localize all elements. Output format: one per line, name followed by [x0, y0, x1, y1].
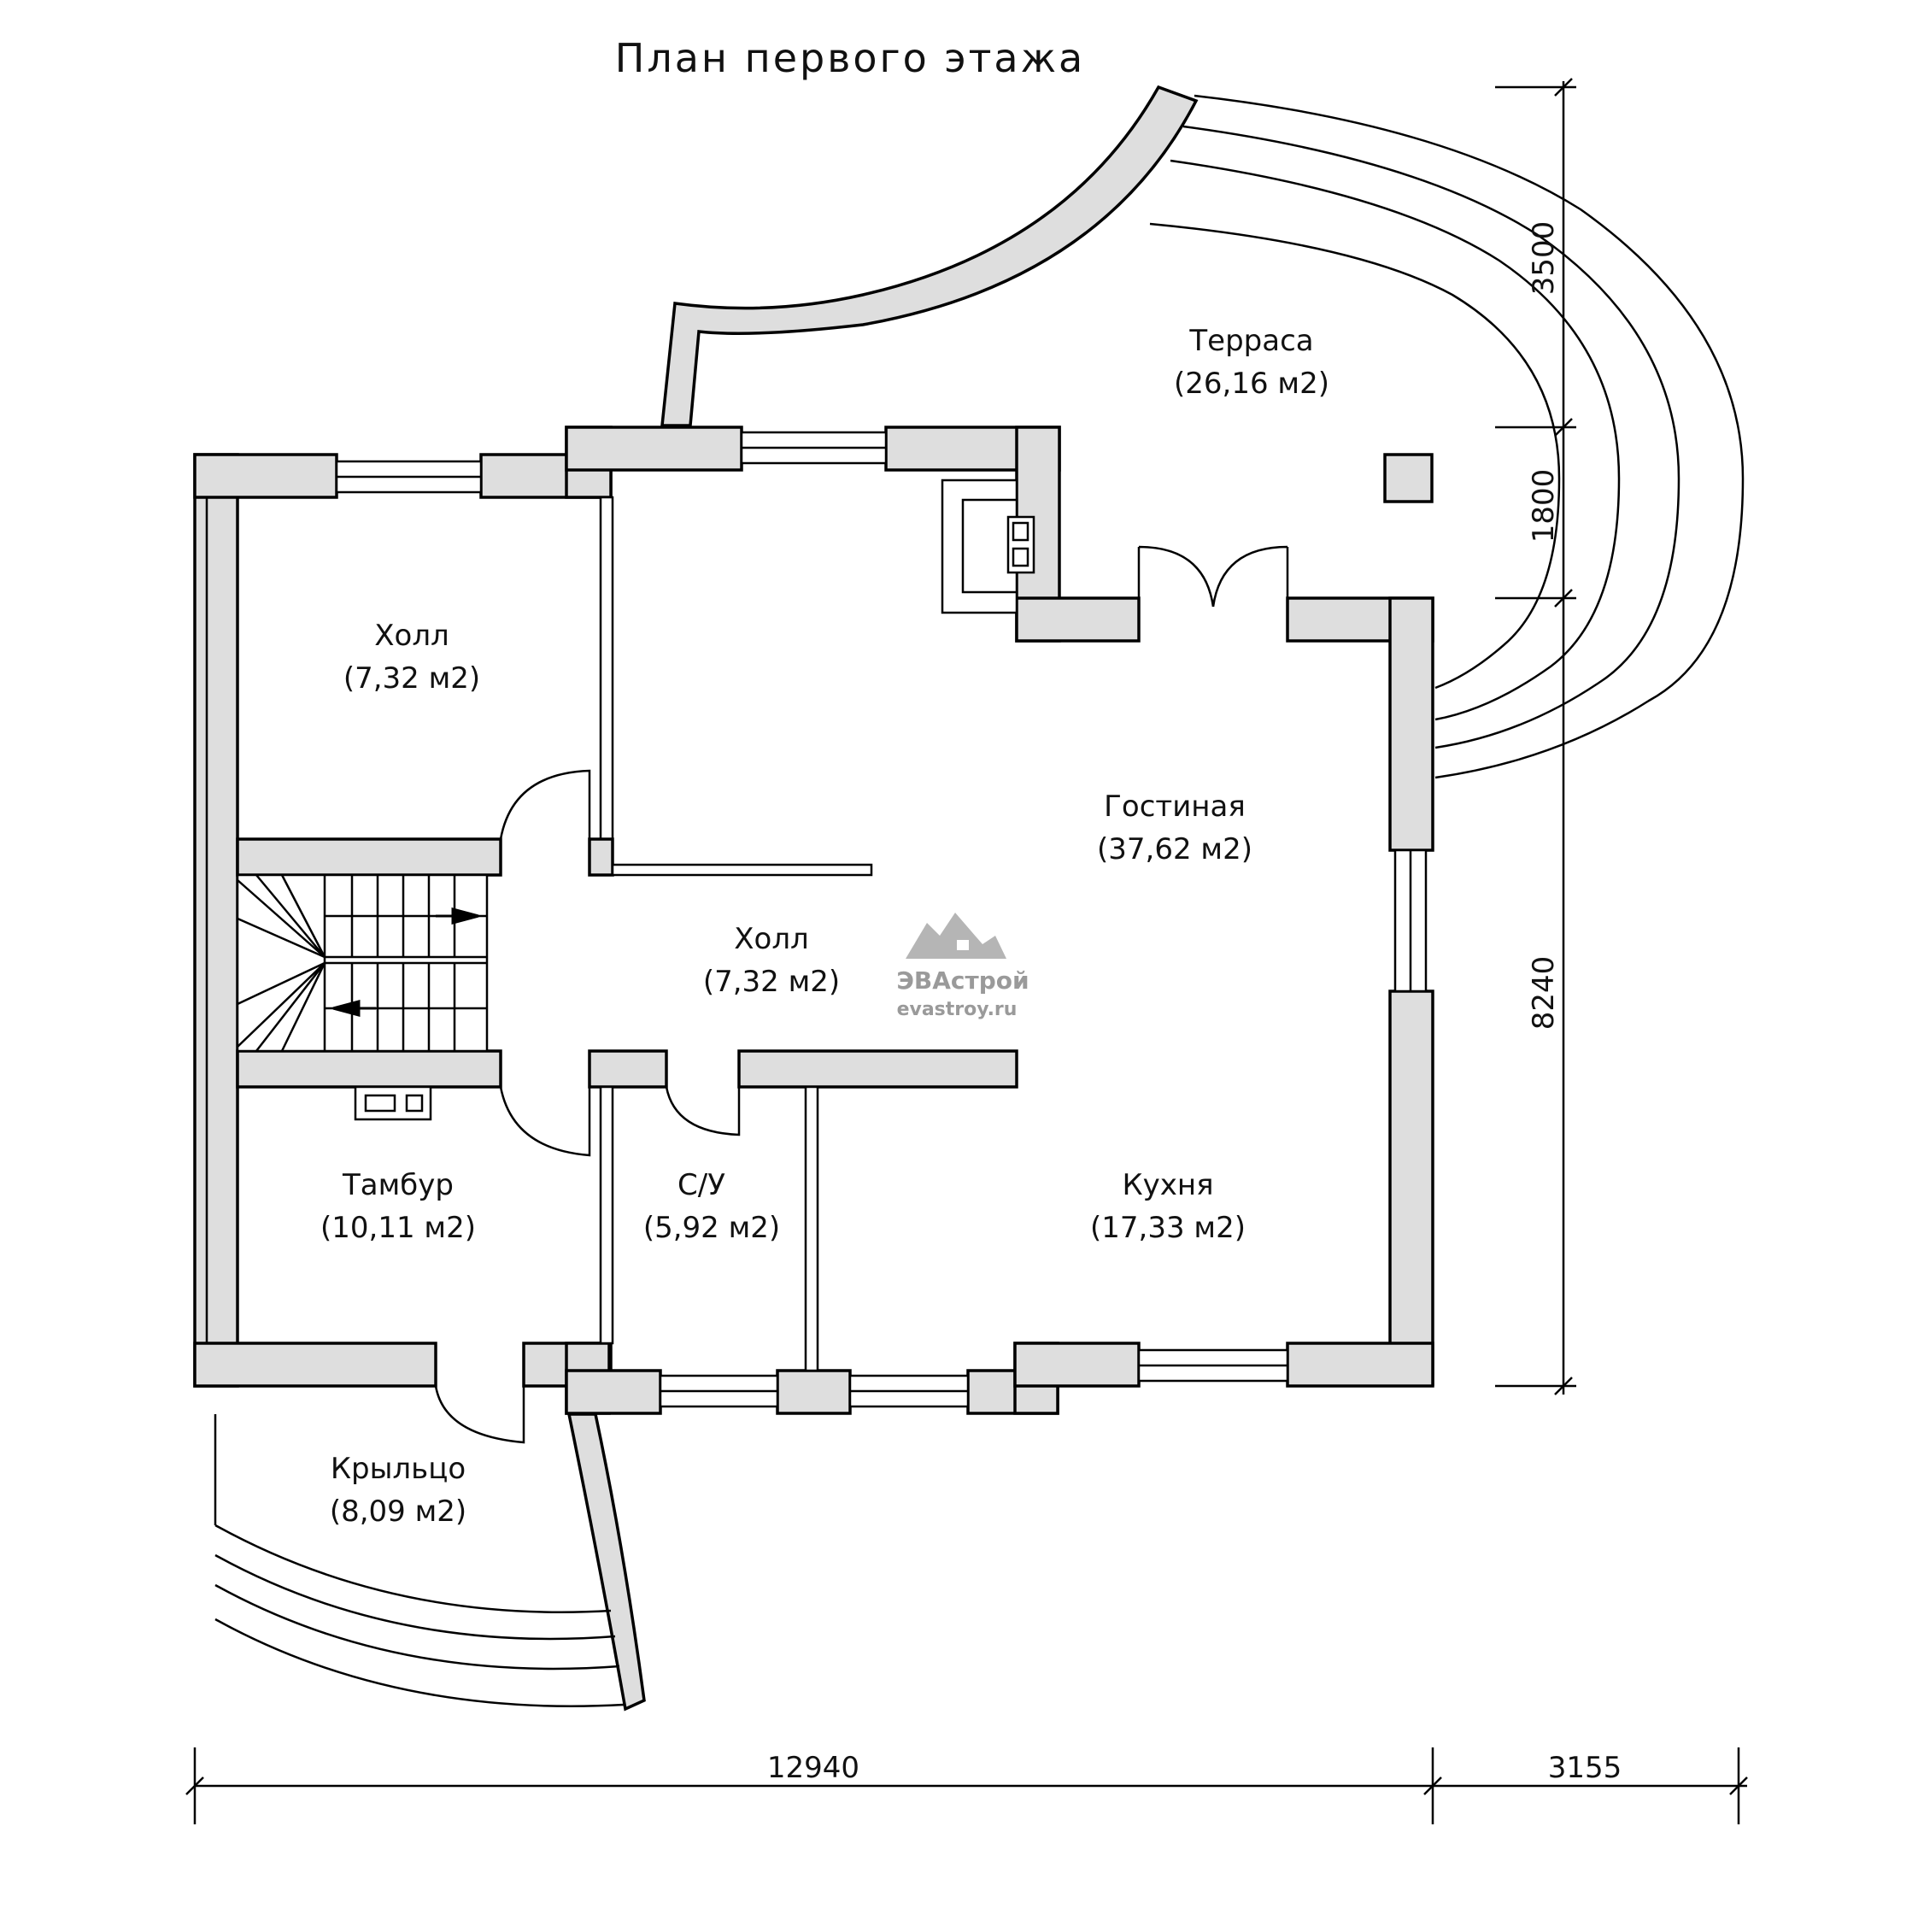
- wall-left: [193, 453, 239, 1388]
- porch-step-3: [214, 1583, 620, 1671]
- wall-bottom-g: [1286, 1342, 1434, 1388]
- wall-wc-top-a: [588, 1049, 668, 1089]
- windows: [335, 431, 1428, 1408]
- partition-horizontal: [611, 863, 873, 877]
- porch-name: Крыльцо: [331, 1452, 466, 1486]
- dim-right-slash-2: [1554, 418, 1573, 437]
- porch-area: (8,09 м2): [330, 1495, 466, 1529]
- partition-wc-right: [804, 1085, 819, 1372]
- terrace-name: Терраса: [1188, 324, 1313, 358]
- door-hall-upper: [499, 769, 591, 840]
- dim-bottom-slash-3: [1729, 1776, 1748, 1795]
- porch-step-1: [214, 1524, 612, 1613]
- partition-wc-left: [599, 1085, 614, 1345]
- dim-bottom-side: 3155: [1548, 1751, 1622, 1785]
- dim-right-slash-4: [1554, 1377, 1573, 1395]
- interior-walls: [236, 496, 1018, 1372]
- porch: Крыльцо (8,09 м2): [214, 1412, 646, 1712]
- wall-right-b: [1388, 989, 1434, 1386]
- door-hall-lower: [499, 1086, 591, 1157]
- dim-right-slash-3: [1554, 589, 1573, 608]
- utility-unit: [354, 1085, 432, 1121]
- wall-stair-top: [236, 837, 502, 877]
- watermark-logo-window: [957, 940, 969, 950]
- kitchen-area: (17,33 м2): [1090, 1211, 1246, 1245]
- stair-arrow-up: [436, 907, 479, 925]
- wall-right-a: [1388, 596, 1434, 852]
- fireplace-vent-1: [1012, 521, 1029, 542]
- hall-top-name: Холл: [374, 619, 449, 653]
- staircase: [236, 873, 489, 1053]
- wall-bottom-f: [1013, 1342, 1141, 1388]
- tambur-area: (10,11 м2): [320, 1211, 476, 1245]
- fireplace-box: [1006, 515, 1035, 574]
- kitchen-name: Кухня: [1122, 1168, 1213, 1202]
- watermark: ЭВАстрой evastroy.ru: [896, 913, 1029, 1020]
- dim-bottom-slash-2: [1423, 1776, 1442, 1795]
- wall-top-left-a: [193, 453, 338, 499]
- living-name: Гостиная: [1104, 790, 1246, 824]
- wall-wc-top-b: [737, 1049, 1018, 1089]
- dim-right-mid: 1800: [1527, 469, 1561, 543]
- wall-jog-a: [1015, 596, 1141, 643]
- dim-right-slash-1: [1554, 78, 1573, 97]
- wall-bottom-d: [776, 1369, 852, 1415]
- dim-bottom-main: 12940: [767, 1751, 859, 1785]
- terrace-step-1: [1194, 94, 1745, 779]
- stair-arrow-down: [332, 1000, 376, 1017]
- fireplace: [941, 479, 1035, 614]
- wc-area: (5,92 м2): [643, 1211, 780, 1245]
- dim-right-bottom: 8240: [1527, 956, 1561, 1031]
- terrace-step-2: [1182, 125, 1680, 749]
- porch-step-4: [214, 1618, 625, 1707]
- hall-mid-name: Холл: [734, 922, 809, 956]
- porch-step-2: [214, 1553, 616, 1641]
- terrace-column: [1383, 453, 1434, 503]
- door-wc: [665, 1086, 741, 1136]
- terrace-step-3: [1170, 159, 1621, 721]
- dim-bottom-slash-1: [185, 1776, 204, 1795]
- partition-hall-living: [599, 496, 614, 841]
- terrace-area: (26,16 м2): [1174, 367, 1329, 401]
- hall-top-area: (7,32 м2): [343, 661, 480, 696]
- watermark-site: evastroy.ru: [897, 999, 1018, 1020]
- utility-box: [354, 1085, 432, 1121]
- watermark-logo-icon: [906, 913, 1006, 959]
- doors: [434, 545, 1289, 1444]
- wc-name: С/У: [677, 1168, 725, 1202]
- door-entrance: [434, 1385, 525, 1444]
- plan-title: План первого этажа: [615, 35, 1086, 81]
- room-labels: Холл (7,32 м2) Гостиная (37,62 м2) Холл …: [320, 619, 1252, 1245]
- watermark-brand: ЭВАстрой: [896, 966, 1029, 995]
- wall-bottom-c: [565, 1369, 662, 1415]
- door-terrace-left: [1137, 545, 1215, 608]
- exterior-walls: [193, 426, 1434, 1415]
- wall-top-mid-a: [565, 426, 743, 472]
- dim-right-top: 3500: [1527, 221, 1561, 296]
- fireplace-vent-2: [1012, 547, 1029, 567]
- door-terrace-right: [1211, 545, 1289, 608]
- terrace-step-4: [1149, 222, 1561, 690]
- living-area: (37,62 м2): [1097, 832, 1252, 866]
- utility-slot-1: [364, 1094, 396, 1113]
- utility-slot-2: [405, 1094, 424, 1113]
- terrace: Терраса (26,16 м2): [660, 85, 1745, 779]
- porch-curved-wall: [566, 1412, 646, 1712]
- wall-bottom-a: [193, 1342, 437, 1388]
- wall-stair-bottom: [236, 1049, 502, 1089]
- terrace-curved-wall: [660, 85, 1199, 427]
- dimensions: 12940 3155 3500 1800 8240: [185, 78, 1748, 1824]
- partition-stub: [588, 837, 614, 877]
- tambur-name: Тамбур: [342, 1168, 454, 1202]
- hall-mid-area: (7,32 м2): [703, 965, 840, 999]
